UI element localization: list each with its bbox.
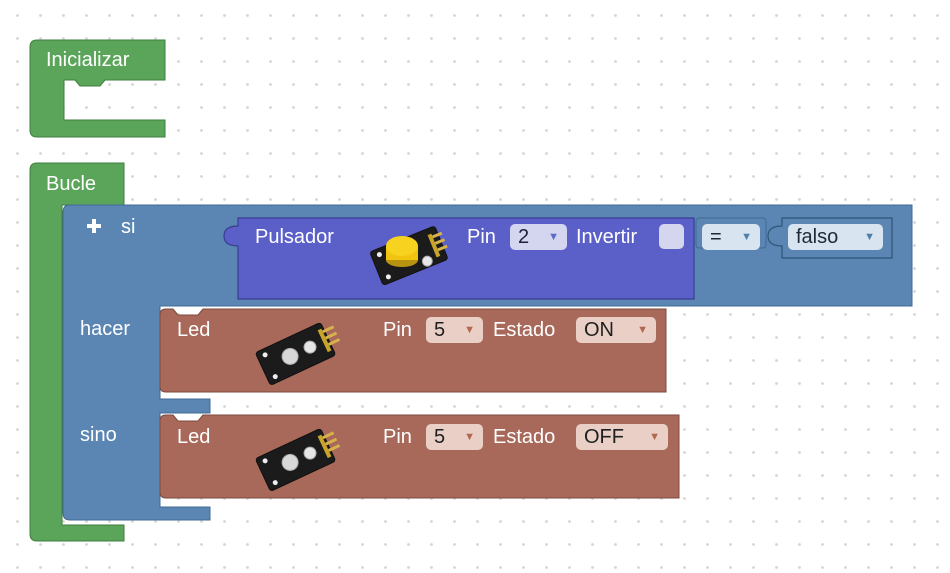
led-module-icon: [255, 428, 341, 491]
led-on-estado-label: Estado: [493, 319, 556, 341]
bucle-label: Bucle: [46, 173, 97, 195]
led-on-estado-value: ON: [584, 319, 614, 341]
pulsador-label: Pulsador: [255, 226, 334, 248]
led-on-label: Led: [177, 319, 211, 341]
operator-dropdown[interactable]: = ▼: [702, 224, 760, 250]
chevron-down-icon: ▼: [649, 431, 660, 443]
led-on-pin-label: Pin: [383, 319, 412, 341]
chevron-down-icon: ▼: [637, 324, 648, 336]
led-off-estado-label: Estado: [493, 426, 556, 448]
invertir-label: Invertir: [576, 226, 638, 248]
chevron-down-icon: ▼: [864, 231, 875, 243]
led-on-pin-dropdown[interactable]: 5 ▼: [426, 317, 483, 343]
led-off-estado-dropdown[interactable]: OFF ▼: [576, 424, 668, 450]
chevron-down-icon: ▼: [741, 231, 752, 243]
chevron-down-icon: ▼: [464, 431, 475, 443]
pulsador-pin-label: Pin: [467, 226, 496, 248]
sino-label: sino: [80, 424, 117, 446]
led-off-pin-dropdown[interactable]: 5 ▼: [426, 424, 483, 450]
inicializar-label: Inicializar: [46, 49, 130, 71]
led-module-icon: [255, 322, 341, 385]
operator-value: =: [710, 226, 722, 248]
led-on-pin-value: 5: [434, 319, 446, 341]
pulsador-pin-dropdown[interactable]: 2 ▼: [510, 224, 567, 250]
led-off-pin-value: 5: [434, 426, 446, 448]
si-label: si: [121, 216, 136, 238]
chevron-down-icon: ▼: [548, 231, 559, 243]
led-on-estado-dropdown[interactable]: ON ▼: [576, 317, 656, 343]
plus-icon[interactable]: [86, 218, 102, 234]
led-off-estado-value: OFF: [584, 426, 624, 448]
led-off-pin-label: Pin: [383, 426, 412, 448]
hacer-label: hacer: [80, 318, 131, 340]
boolean-value: falso: [796, 226, 839, 248]
invertir-checkbox[interactable]: [659, 224, 684, 249]
chevron-down-icon: ▼: [464, 324, 475, 336]
led-off-label: Led: [177, 426, 211, 448]
pulsador-pin-value: 2: [518, 226, 530, 248]
boolean-dropdown[interactable]: falso ▼: [788, 224, 883, 250]
pushbutton-module-icon: [370, 226, 448, 286]
